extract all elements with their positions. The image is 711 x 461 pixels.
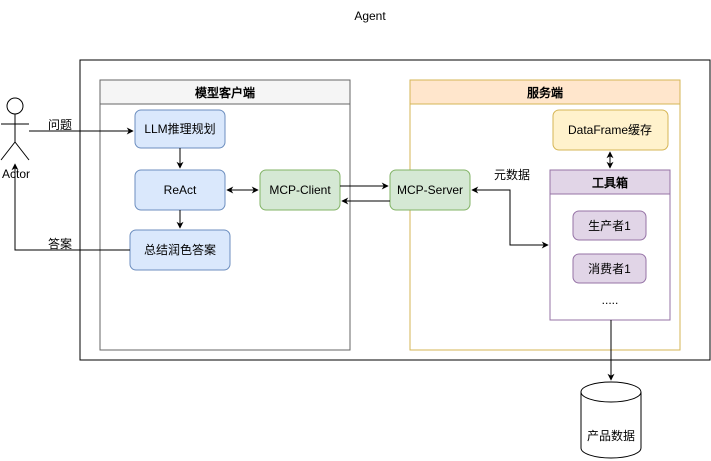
server-panel-header (409, 79, 681, 105)
node-dataframe-cache[interactable]: DataFrame缓存 (552, 109, 669, 151)
toolbox-title: 工具箱 (592, 175, 628, 190)
toolbox-header (549, 169, 671, 195)
node-llm-planning-label: LLM推理规划 (144, 121, 215, 136)
node-dataframe-cache-label: DataFrame缓存 (568, 123, 652, 137)
node-mcp-client-label: MCP-Client (269, 183, 331, 197)
node-llm-planning[interactable]: LLM推理规划 (134, 109, 226, 149)
client-panel-title: 模型客户端 (195, 85, 255, 100)
node-react-label: ReAct (164, 183, 197, 197)
toolbox: 工具箱 (549, 169, 671, 321)
client-panel-header (99, 79, 351, 105)
edge-server-toolbox (471, 186, 549, 249)
edge-answer (11, 163, 130, 251)
agent-boundary (79, 59, 711, 361)
node-mcp-server[interactable]: MCP-Server (389, 169, 471, 211)
node-summary[interactable]: 总结润色答案 (129, 229, 231, 271)
actor-label: Actor (2, 167, 30, 181)
tool-item-consumer[interactable]: 消费者1 (572, 253, 647, 284)
node-mcp-server-label: MCP-Server (397, 183, 463, 197)
actor-figure (0, 97, 30, 161)
node-summary-label: 总结润色答案 (144, 242, 216, 257)
database-label: 产品数据 (587, 428, 635, 443)
node-react[interactable]: ReAct (134, 169, 226, 211)
tool-item-producer-label: 生产者1 (588, 219, 631, 233)
tool-item-consumer-label: 消费者1 (588, 262, 631, 276)
tool-item-producer[interactable]: 生产者1 (572, 210, 647, 241)
tool-item-more: ..... (602, 293, 619, 307)
node-mcp-client[interactable]: MCP-Client (259, 169, 341, 211)
toolbox-body (549, 169, 671, 321)
diagram-title: Agent (354, 9, 386, 23)
edge-label-question: 问题 (48, 118, 72, 132)
database-product-data[interactable]: 产品数据 (580, 381, 642, 459)
edge-label-answer: 答案 (48, 236, 72, 251)
server-panel-title: 服务端 (527, 85, 563, 100)
edge-label-metadata: 元数据 (494, 167, 530, 182)
